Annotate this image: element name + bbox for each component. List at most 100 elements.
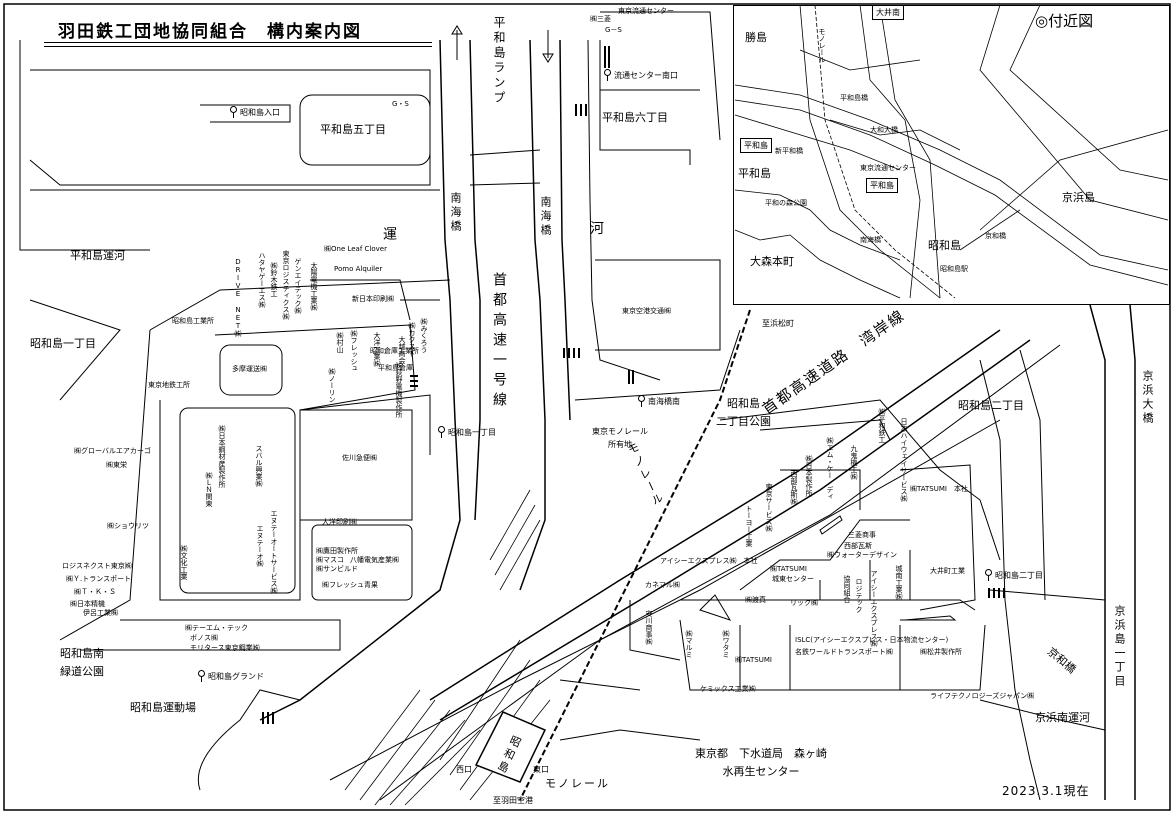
- inset-oi: 大井南: [872, 5, 904, 20]
- company-label: DRIVE NET㈱: [234, 258, 242, 337]
- company-label: ボノス㈱: [190, 634, 218, 642]
- company-label: ゲンエイテック㈱: [294, 258, 302, 314]
- company-label: ロジスネクスト東京㈱: [62, 562, 132, 570]
- company-label: 平和島倉庫: [378, 364, 413, 372]
- company-label: 昭和倉庫工業所: [370, 347, 419, 355]
- inset-title: ◎付近図: [1035, 12, 1094, 30]
- road-nankai-bridge-b: 南海橋: [539, 196, 552, 238]
- signal-ryutsu-south: 流通センター南口: [604, 69, 678, 81]
- signal-showajima-2: 昭和島二丁目: [985, 569, 1043, 581]
- area-keihin-bridge: 京浜大橋: [1141, 370, 1154, 426]
- inset-showajima: 昭和島: [928, 239, 961, 252]
- area-showajima-stadium: 昭和島運動場: [130, 701, 196, 714]
- inset-heiwajima-box: 平和島: [740, 138, 772, 153]
- company-label: ライフテクノロジーズジャパン㈱: [930, 692, 1035, 700]
- company-label: ㈱みくろう: [420, 318, 428, 353]
- inset-heiwajima: 平和島: [738, 167, 771, 180]
- company-label: エヌテーオ㈱: [256, 525, 264, 567]
- company-label: カネマル㈱: [645, 581, 680, 589]
- company-label: 名鉄ワールドトランスポート㈱: [795, 648, 893, 656]
- company-label: エヌテーオートサービス㈱: [270, 510, 278, 594]
- company-label: 大越商会: [398, 336, 406, 364]
- company-label: 城南工業㈱: [895, 565, 903, 600]
- company-label: ㈱ショウリツ: [107, 522, 149, 530]
- area-to-hamamatsucho: 至浜松町: [762, 319, 794, 328]
- company-label: 九鬼機工㈱: [850, 445, 858, 480]
- area-heiwajima-canal: 平和島運河: [70, 249, 125, 262]
- company-label: 佐川急便㈱: [342, 454, 377, 462]
- company-label: リック㈱: [790, 599, 818, 607]
- company-label: 東京地鉄工所: [148, 381, 190, 389]
- area-keihin-canal: 京浜南運河: [1035, 711, 1090, 724]
- company-label: Pomo Alquiler: [334, 265, 383, 273]
- vicinity-inset-map: [733, 5, 1170, 305]
- company-label: ㈱フレッシュ青果: [322, 581, 378, 589]
- company-label: ㈱Ｔ・Ｋ・Ｓ: [74, 588, 116, 596]
- station-east-exit: 東口: [533, 765, 549, 774]
- company-label: 伊呂工業㈱: [83, 609, 118, 617]
- company-label: ISLC(アイシーエクスプレス・日本物流センター): [795, 636, 949, 644]
- company-label: ㈱マルミ: [685, 630, 693, 658]
- company-label: ㈱平和鉄工: [878, 408, 886, 443]
- area-distribution-center: 東京流通センター: [618, 7, 674, 15]
- company-label: ケミックス工業㈱: [700, 685, 756, 693]
- company-label: 西部瓦斯㈱: [790, 470, 798, 505]
- signal-showajima-1: 昭和島一丁目: [438, 426, 496, 438]
- inset-omori: 大森本町: [750, 255, 794, 268]
- company-label: 大洋工業㈱: [373, 332, 381, 367]
- company-label: ㈱TATSUMI: [770, 565, 807, 573]
- date-label: 2023.3.1現在: [1002, 784, 1090, 798]
- company-label: 東京ロジスティクス㈱: [282, 250, 290, 320]
- company-label: ㈱鈴木鉄工: [270, 262, 278, 297]
- company-label: ㈱東栄: [106, 461, 127, 469]
- company-label: ㈱松井製作所: [920, 648, 962, 656]
- company-label: ㈱エム・ケー・ディ: [826, 437, 834, 500]
- company-label: ㈱フレッシュ: [350, 330, 358, 372]
- company-label: ㈱村山: [336, 332, 344, 353]
- company-label: ㈱TATSUMI 本社: [910, 485, 968, 493]
- company-label: ㈱荻野電機製作所: [395, 362, 403, 418]
- company-label: ㈱One Leaf Clover: [324, 245, 387, 253]
- inset-keiwa: 京和橋: [985, 232, 1006, 240]
- company-label: ㈱TATSUMI: [735, 656, 772, 664]
- company-label: 城東センター: [772, 575, 814, 583]
- company-label: ㈱日本製作所: [805, 455, 813, 497]
- inset-katsushima: 勝島: [745, 31, 767, 44]
- company-label: スバル興業㈱: [255, 445, 263, 487]
- company-label: 八幡電気産業㈱: [350, 556, 399, 564]
- company-label: ㈱ノーリン: [328, 368, 336, 403]
- inset-shinheiwa: 新平和橋: [775, 147, 803, 155]
- company-label: アイシーエクスプレス㈱: [870, 570, 878, 647]
- inset-park: 平和の森公園: [765, 199, 807, 207]
- company-label: ㈱文化工業: [180, 545, 188, 580]
- gas-station-2: G－S: [605, 26, 622, 34]
- company-label: 太陽電機工業㈱: [310, 262, 318, 311]
- area-showajima-south-park: 昭和島南 緑道公園: [60, 647, 104, 678]
- area-showajima-park: 昭和島 二丁目公園: [716, 397, 771, 428]
- company-label: 日本ハイウェイサービス㈱: [900, 418, 908, 502]
- signal-nankai-south: 南海橋南: [638, 395, 680, 407]
- area-water-center: 東京都 下水道局 森ヶ崎 水再生センター: [695, 747, 827, 778]
- signal-showajima-ground: 昭和島グランド: [198, 670, 264, 682]
- company-label: 協同組合: [843, 575, 851, 603]
- company-label: ㈱ＬＮ関東: [205, 472, 213, 507]
- company-label: 三菱商事: [848, 531, 876, 539]
- company-label: ㈱日本鋼材産製作所: [218, 425, 226, 488]
- company-label: モリタース東京鋼業㈱: [190, 644, 260, 652]
- company-label: 大井町工業: [930, 567, 965, 575]
- area-unga-a: 運: [383, 227, 397, 243]
- gas-station-1: G・S: [392, 100, 409, 108]
- company-label: ㈱日本精機: [70, 600, 105, 608]
- company-label: 安川商事㈱: [645, 610, 653, 645]
- company-label: 新日本印刷㈱: [352, 295, 394, 303]
- company-label: ㈱テーエム・テック: [185, 624, 248, 632]
- company-label: 多摩運送㈱: [232, 365, 267, 373]
- company-label: ㈱鷹田製作所: [316, 547, 358, 555]
- signal-showajima-entrance: 昭和島入口: [230, 106, 280, 118]
- inset-ryutsu: 東京流通センター: [860, 164, 916, 172]
- station-west-exit: 西口: [456, 765, 472, 774]
- company-label: ㈱三菱: [590, 15, 611, 23]
- inset-showajima-st: 昭和島駅: [940, 265, 968, 273]
- page-title: 羽田鉄工団地協同組合 構内案内図: [58, 22, 362, 42]
